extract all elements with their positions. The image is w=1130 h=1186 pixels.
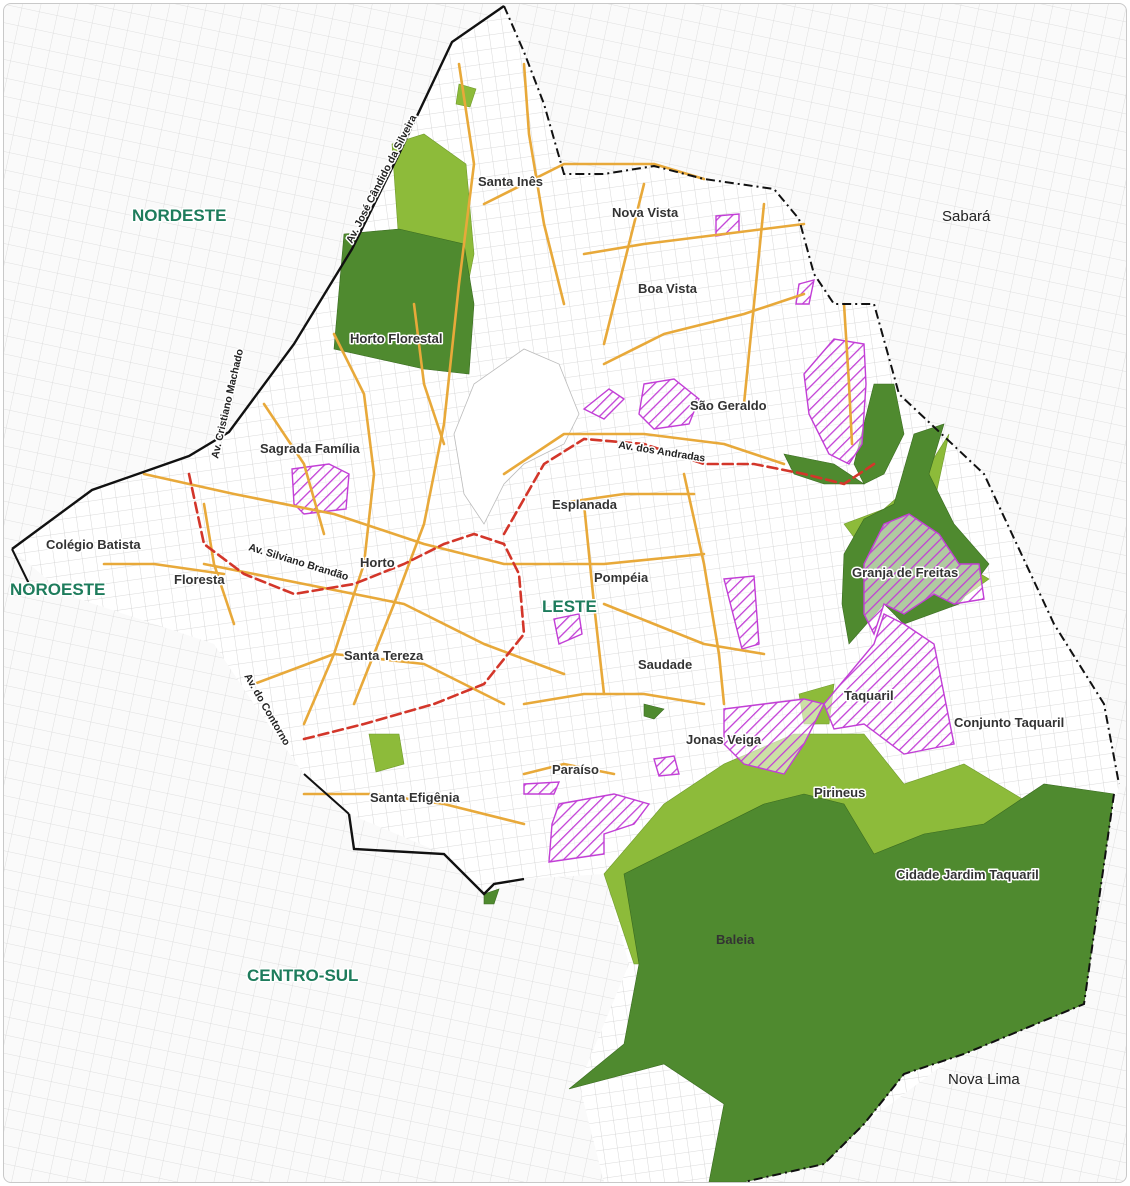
label-pirineus: Pirineus	[814, 785, 865, 800]
label-floresta: Floresta	[174, 572, 225, 587]
region-centro-sul: CENTRO-SUL	[247, 966, 358, 985]
label-jonas-veiga: Jonas Veiga	[686, 732, 762, 747]
label-nova-vista: Nova Vista	[612, 205, 679, 220]
city-nova-lima: Nova Lima	[948, 1071, 1020, 1088]
label-santa-ines: Santa Inês	[478, 174, 543, 189]
label-sao-geraldo: São Geraldo	[690, 398, 767, 413]
region-noroeste: NOROESTE	[10, 580, 105, 599]
label-sagrada-familia: Sagrada Família	[260, 441, 360, 456]
label-cidade-jardim-taquaril: Cidade Jardim Taquaril	[896, 867, 1039, 882]
label-santa-efigenia: Santa Efigênia	[370, 790, 460, 805]
label-baleia: Baleia	[716, 932, 755, 947]
region-nordeste: NORDESTE	[132, 206, 226, 225]
map-canvas[interactable]: NORDESTE NOROESTE LESTE CENTRO-SUL Sabar…	[4, 4, 1126, 1182]
municipal-boundary	[11, 5, 525, 896]
district-boundary-dashed	[503, 5, 1120, 1182]
label-boa-vista: Boa Vista	[638, 281, 698, 296]
label-pompeia: Pompéia	[594, 570, 649, 585]
label-paraiso: Paraíso	[552, 762, 599, 777]
region-leste: LESTE	[542, 597, 597, 616]
railway	[187, 437, 876, 741]
city-sabara: Sabará	[942, 208, 991, 225]
arterial-roads	[102, 62, 854, 826]
central-open-area	[453, 348, 580, 525]
label-conjunto-taquaril: Conjunto Taquaril	[954, 715, 1064, 730]
label-saudade: Saudade	[638, 657, 692, 672]
label-colegio-batista: Colégio Batista	[46, 537, 141, 552]
label-santa-tereza: Santa Tereza	[344, 648, 424, 663]
label-esplanada: Esplanada	[552, 497, 618, 512]
label-taquaril: Taquaril	[844, 688, 894, 703]
label-horto-florestal: Horto Florestal	[350, 331, 442, 346]
district-boundary-west	[11, 548, 350, 815]
map-frame[interactable]: NORDESTE NOROESTE LESTE CENTRO-SUL Sabar…	[3, 3, 1127, 1183]
label-horto: Horto	[360, 555, 395, 570]
label-granja-de-freitas: Granja de Freitas	[852, 565, 958, 580]
